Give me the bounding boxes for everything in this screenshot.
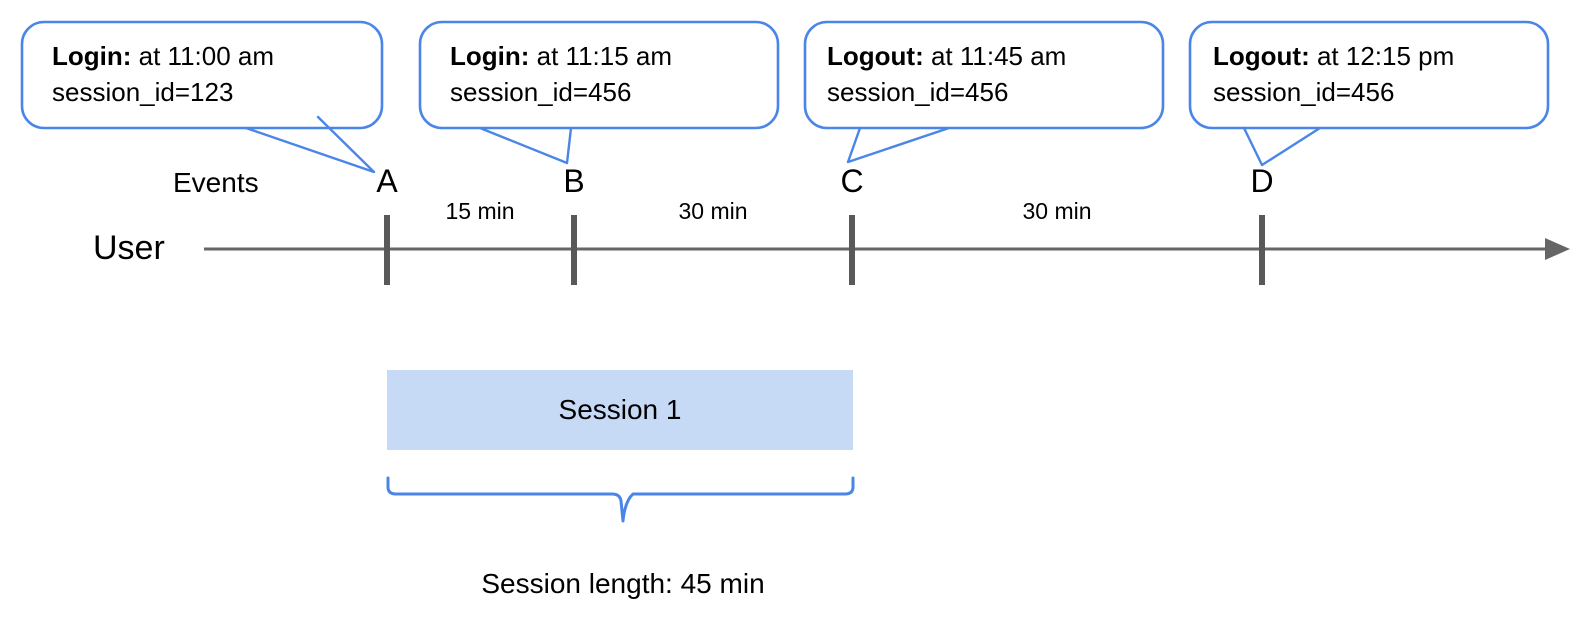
session-length-label: Session length: 45 min [481,568,765,599]
callout-a-shape[interactable] [20,20,384,174]
interval-label-cd: 30 min [1022,198,1092,224]
timeline-axis [204,238,1570,260]
session-brace [386,476,855,523]
session-bar-label: Session 1 [558,394,682,425]
user-row-label: User [93,229,165,267]
event-letter-b: B [563,163,585,199]
callout-d-shape[interactable] [1188,20,1550,167]
event-letter-a: A [376,163,398,199]
interval-label-bc: 30 min [678,198,748,224]
callout-c-shape[interactable] [803,20,1165,164]
event-letter-c: C [840,163,864,199]
session-bar[interactable]: Session 1 [387,370,853,450]
timeline-ticks [384,215,1265,285]
events-row-label: Events [173,167,259,198]
interval-label-ab: 15 min [445,198,515,224]
event-letter-d: D [1250,163,1274,199]
callout-b-shape[interactable] [418,20,780,165]
